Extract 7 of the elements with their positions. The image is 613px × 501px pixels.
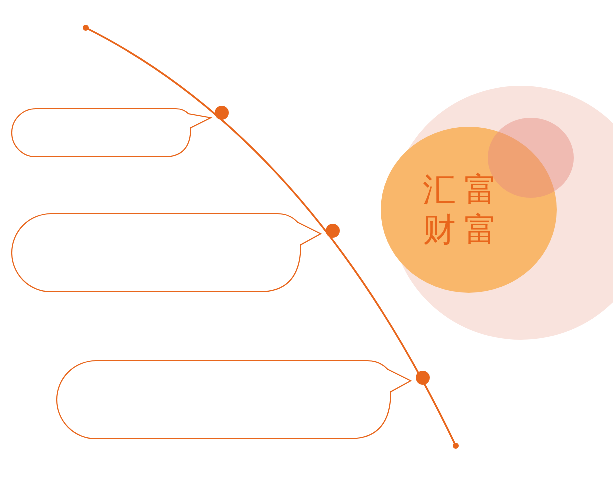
timeline-dot [215, 106, 229, 120]
speech-bubble [56, 360, 412, 440]
speech-bubble [12, 108, 212, 158]
timeline-dot [416, 371, 430, 385]
circle-title: 汇富财富 [423, 170, 506, 250]
speech-bubble [12, 213, 322, 293]
timeline-dot [326, 224, 340, 238]
